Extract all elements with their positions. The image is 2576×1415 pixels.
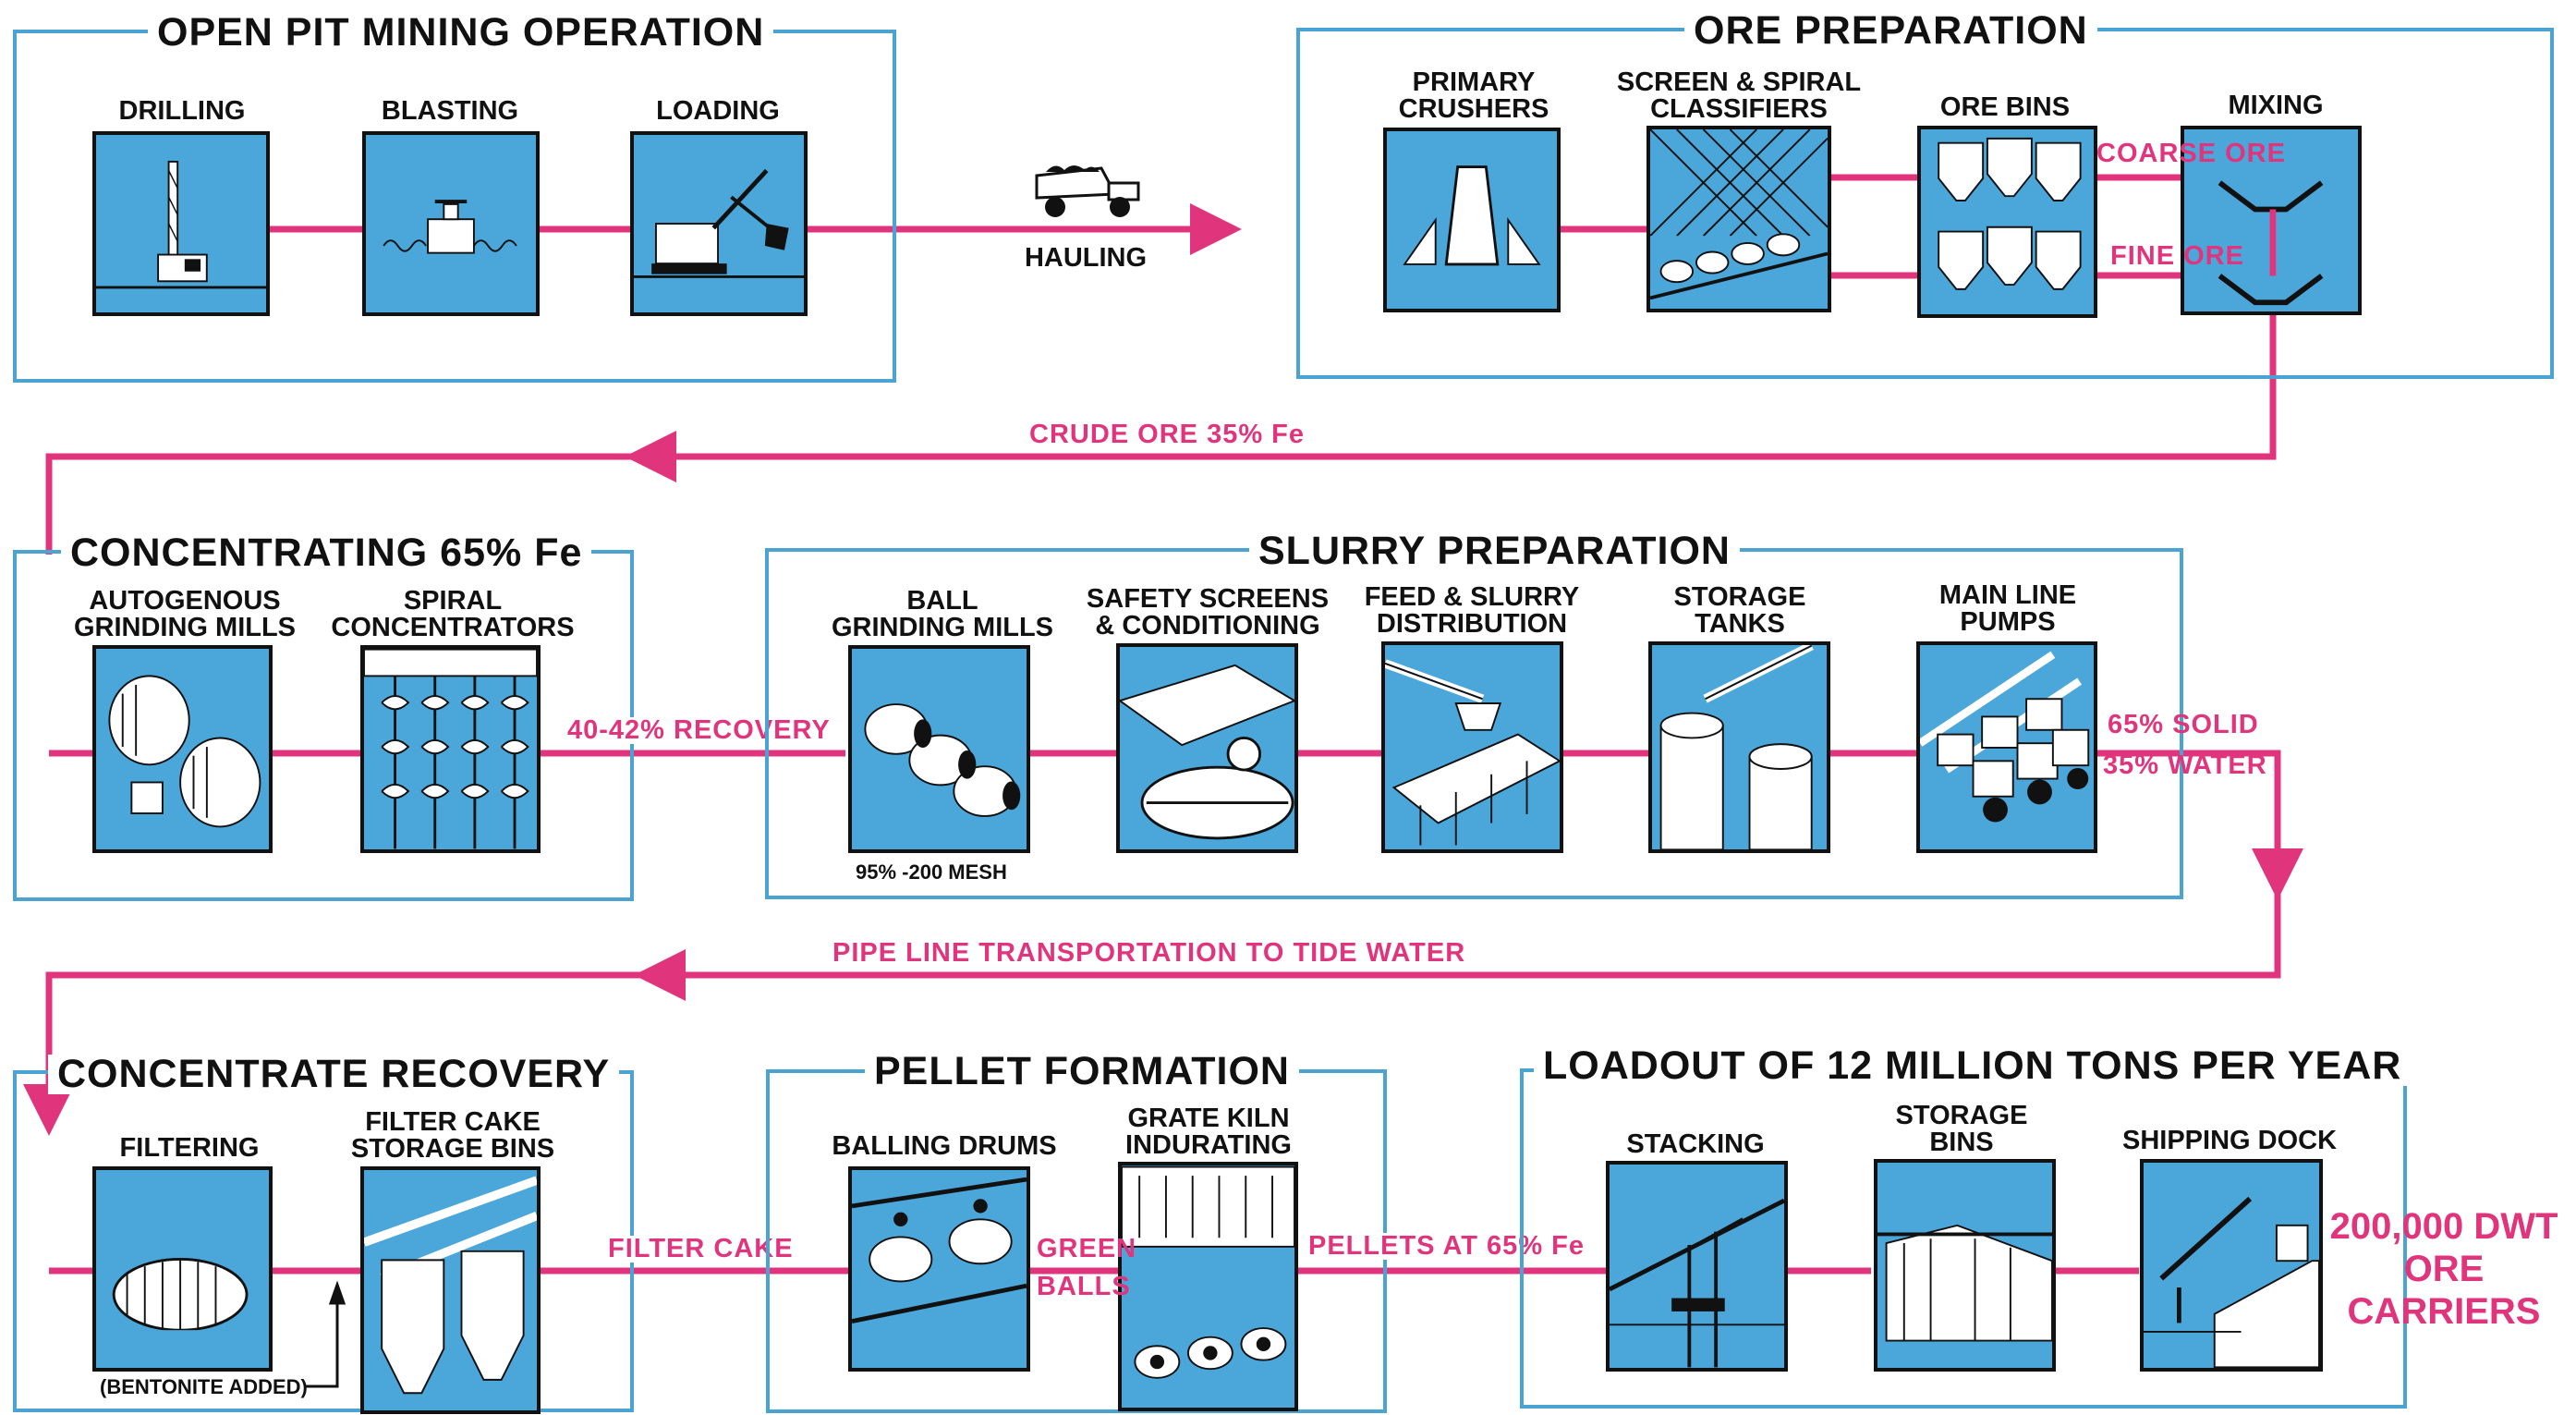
panel-storage-bins (1874, 1159, 2056, 1372)
label-pipeline: PIPE LINE TRANSPORTATION TO TIDE WATER (827, 940, 1472, 967)
label-storage-bins: STORAGE BINS (1895, 1101, 2028, 1157)
label-grate-kiln: GRATE KILN INDURATING (1125, 1104, 1292, 1160)
panel-grate-kiln (1118, 1162, 1298, 1411)
label-main-pumps: MAIN LINE PUMPS (1938, 580, 2077, 637)
label-filtering: FILTERING (119, 1133, 260, 1163)
mesh-note: 95% -200 MESH (856, 860, 1007, 884)
label-blasting: BLASTING (381, 96, 519, 126)
panel-shipping-dock (2140, 1159, 2323, 1372)
mixing-icon (2218, 180, 2324, 306)
label-autogenous-mills: AUTOGENOUS GRINDING MILLS (73, 586, 297, 642)
panel-safety-screens (1116, 643, 1298, 853)
panel-mixing (2181, 126, 2362, 315)
label-recovery: 40-42% RECOVERY (562, 717, 836, 744)
label-carriers: 200,000 DWT ORE CARRIERS (2329, 1206, 2558, 1332)
panel-primary-crushers (1383, 128, 1561, 312)
label-ball-mills: BALL GRINDING MILLS (831, 586, 1054, 642)
kiln-icon (1122, 1165, 1294, 1379)
label-screen-classifiers: SCREEN & SPIRAL CLASSIFIERS (1616, 67, 1862, 124)
label-feed-distribution: FEED & SLURRY DISTRIBUTION (1364, 582, 1580, 639)
tank-icon (1659, 645, 1814, 849)
label-storage-tanks: STORAGE TANKS (1673, 582, 1806, 639)
crusher-icon (1403, 165, 1541, 266)
panel-filtering (92, 1166, 273, 1372)
section-title-pellet: PELLET FORMATION (865, 1052, 1299, 1092)
label-pellets: PELLETS AT 65% Fe (1303, 1233, 1590, 1260)
label-stacking: STACKING (1626, 1129, 1765, 1159)
label-balling-drums: BALLING DRUMS (832, 1131, 1057, 1161)
section-title-open-pit: OPEN PIT MINING OPERATION (148, 13, 774, 53)
section-title-slurry: SLURRY PREPARATION (1249, 531, 1740, 571)
panel-balling-drums (848, 1166, 1030, 1372)
ship-dock-icon (2144, 1196, 2319, 1368)
label-spiral-concentrators: SPIRAL CONCENTRATORS (331, 586, 575, 642)
stacker-icon (1610, 1198, 1784, 1368)
thickener-icon (1120, 664, 1294, 840)
label-filter-cake-bins: FILTER CAKE STORAGE BINS (350, 1107, 555, 1164)
label-crude-ore: CRUDE ORE 35% Fe (1024, 421, 1311, 448)
panel-filter-cake-bins (360, 1166, 541, 1414)
label-fine-ore: FINE ORE (2110, 241, 2244, 271)
label-safety-screens: SAFETY SCREENS & CONDITIONING (1086, 584, 1330, 640)
label-balls: BALLS (1037, 1272, 1131, 1301)
shovel-icon (634, 168, 804, 278)
bentonite-note: (BENTONITE ADDED) (100, 1375, 308, 1398)
panel-ore-bins (1917, 126, 2097, 318)
grinding-mill-icon (108, 675, 261, 828)
panel-drilling (92, 131, 270, 316)
label-green: GREEN (1037, 1234, 1137, 1263)
label-solid: 65% SOLID (2108, 710, 2259, 739)
label-ore-bins: ORE BINS (1939, 92, 2071, 122)
distribution-icon (1385, 659, 1560, 846)
pump-icon (1920, 651, 2090, 823)
drill-rig-icon (96, 160, 266, 289)
filter-drum-icon (96, 1258, 269, 1368)
section-title-recovery: CONCENTRATE RECOVERY (48, 1055, 620, 1094)
section-title-ore-prep: ORE PREPARATION (1684, 11, 2097, 51)
panel-stacking (1606, 1161, 1788, 1372)
ball-mill-icon (864, 703, 1021, 817)
panel-feed-distribution (1381, 641, 1563, 853)
label-loading: LOADING (656, 96, 780, 126)
panel-autogenous-mills (92, 645, 273, 853)
label-primary-crushers: PRIMARY CRUSHERS (1398, 67, 1549, 124)
ore-bins-icon (1938, 137, 2082, 290)
haul-truck-icon (1035, 165, 1140, 217)
panel-screen-classifiers (1646, 126, 1831, 312)
panel-ball-mills (848, 645, 1030, 853)
label-drilling: DRILLING (118, 96, 246, 126)
label-water: 35% WATER (2103, 750, 2267, 780)
section-title-concentrating: CONCENTRATING 65% Fe (61, 533, 592, 573)
label-mixing: MIXING (2228, 91, 2324, 120)
storage-bins-icon (1877, 1224, 2052, 1342)
label-hauling: HAULING (1024, 243, 1148, 273)
panel-blasting (362, 131, 540, 316)
label-shipping-dock: SHIPPING DOCK (2121, 1126, 2338, 1155)
spiral-icon (364, 649, 537, 849)
balling-drum-icon (852, 1177, 1027, 1324)
label-coarse-ore: COARSE ORE (2096, 139, 2286, 168)
panel-storage-tanks (1648, 641, 1830, 853)
storage-silo-icon (364, 1176, 537, 1395)
panel-spiral-concentrators (360, 645, 541, 853)
panel-loading (630, 131, 808, 316)
section-title-loadout: LOADOUT OF 12 MILLION TONS PER YEAR (1534, 1046, 2412, 1086)
blasting-icon (383, 200, 517, 254)
screen-mesh-icon (1650, 129, 1828, 309)
panel-main-pumps (1916, 641, 2097, 853)
